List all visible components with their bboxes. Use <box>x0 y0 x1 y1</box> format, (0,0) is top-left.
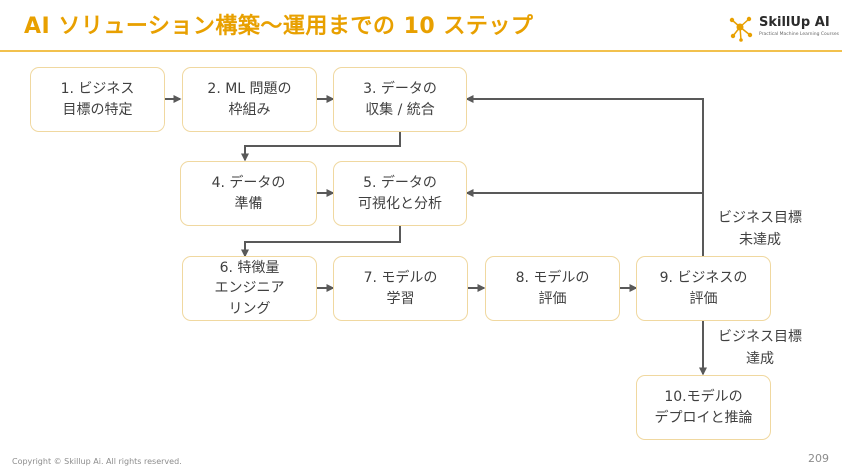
step-2-label: 2. ML 問題の 枠組み <box>207 81 292 118</box>
step-6-label: 6. 特徴量 エンジニア リング <box>214 260 285 317</box>
arrow-step3-to-step4 <box>241 132 401 162</box>
step-6-feature-engineering: 6. 特徴量 エンジニア リング <box>182 256 317 321</box>
step-9-business-evaluation: 9. ビジネスの 評価 <box>636 256 771 321</box>
logo-tagline: Practical Machine Learning Courses <box>759 32 839 37</box>
step-2-ml-problem-framing: 2. ML 問題の 枠組み <box>182 67 317 132</box>
note-goal-achieved: ビジネス目標 達成 <box>718 329 802 367</box>
step-5-data-visualization: 5. データの 可視化と分析 <box>333 161 467 226</box>
step-4-label: 4. データの 準備 <box>211 175 286 212</box>
note-goal-not-achieved: ビジネス目標 未達成 <box>718 210 802 248</box>
step-1-business-goal: 1. ビジネス 目標の特定 <box>30 67 165 132</box>
step-1-label: 1. ビジネス 目標の特定 <box>60 81 135 118</box>
step-3-data-collection: 3. データの 収集 / 統合 <box>333 67 467 132</box>
footer-copyright: Copyright © Skillup Ai. All rights reser… <box>12 457 182 466</box>
step-3-label: 3. データの 収集 / 統合 <box>363 81 437 118</box>
step-9-label: 9. ビジネスの 評価 <box>659 270 748 307</box>
step-7-label: 7. モデルの 学習 <box>363 270 438 307</box>
step-8-model-evaluation: 8. モデルの 評価 <box>485 256 620 321</box>
feedback-arrow-to-step3 <box>465 95 704 256</box>
step-8-label: 8. モデルの 評価 <box>515 270 590 307</box>
step-10-model-deployment: 10.モデルの デプロイと推論 <box>636 375 771 440</box>
page-number: 209 <box>808 452 829 465</box>
skillup-ai-logo: SkillUp AI Practical Machine Learning Co… <box>727 14 839 42</box>
step-5-label: 5. データの 可視化と分析 <box>358 175 442 212</box>
logo-name: SkillUp AI <box>759 15 830 30</box>
step-7-model-training: 7. モデルの 学習 <box>333 256 468 321</box>
logo-network-icon <box>729 16 753 42</box>
title-divider <box>0 50 842 52</box>
step-10-label: 10.モデルの デプロイと推論 <box>654 389 753 426</box>
slide-title: AI ソリューション構築〜運用までの 10 ステップ <box>24 14 534 39</box>
step-4-data-preparation: 4. データの 準備 <box>180 161 317 226</box>
arrow-step5-to-step6 <box>241 226 401 258</box>
